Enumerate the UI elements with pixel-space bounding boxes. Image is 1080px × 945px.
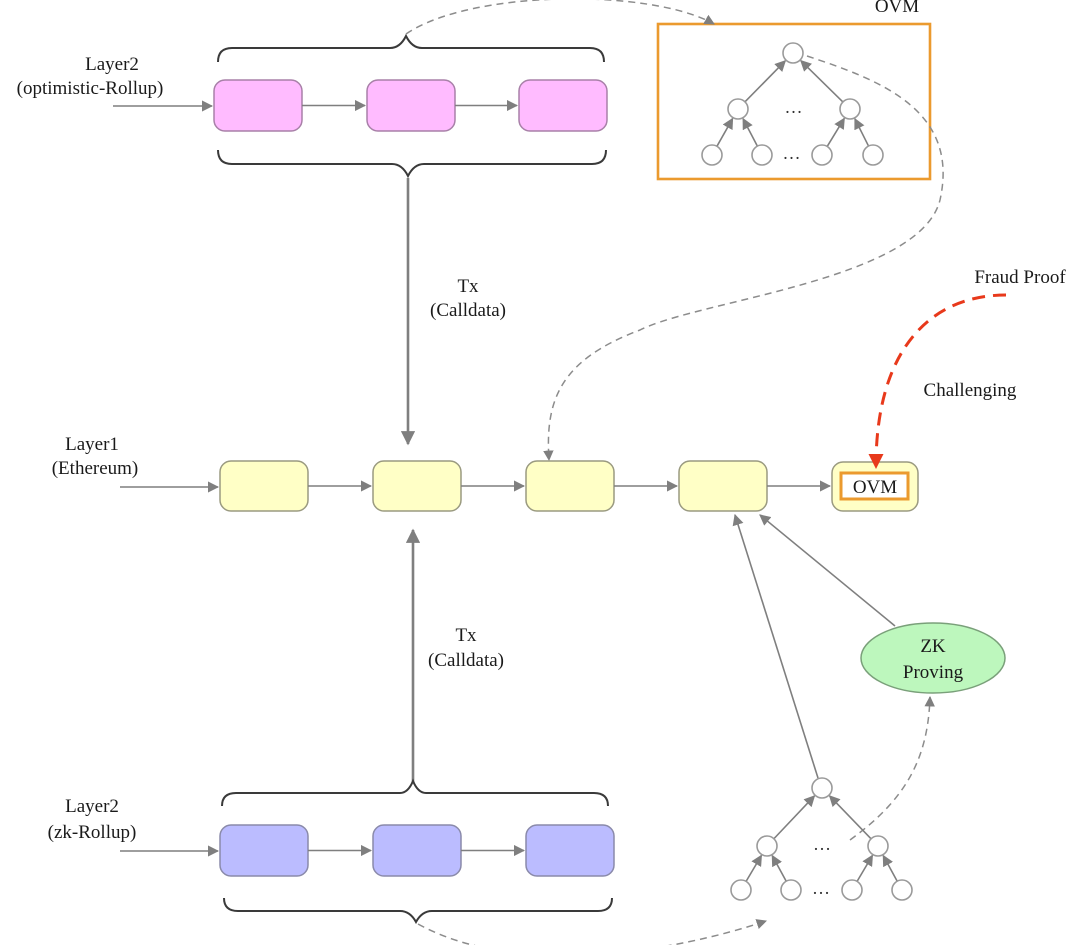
optimistic-layer-subtitle: (optimistic-Rollup) xyxy=(17,78,164,99)
fraud-proof-label: Fraud Proof xyxy=(974,267,1066,288)
optimistic-top-brace xyxy=(217,33,605,63)
zk-layer-title: Layer2 xyxy=(65,796,119,817)
zk-tree-root-node xyxy=(811,777,833,799)
optimistic-layer-title: Layer2 xyxy=(85,54,139,75)
tx-top-sublabel: (Calldata) xyxy=(430,300,506,321)
dashed-arrow-ovm-to-l1-block xyxy=(543,55,944,462)
optimistic-block-2 xyxy=(366,79,456,132)
zk-tree-leaf-node xyxy=(891,879,913,901)
ovm-tree-ellipsis-leaf: … xyxy=(783,143,802,163)
layer1-title: Layer1 xyxy=(65,434,119,455)
zk-tree-edge xyxy=(771,854,787,882)
zk-tree: …… xyxy=(730,777,913,901)
fraud-proof-challenge-arrow xyxy=(868,293,1007,469)
zk-tree-edge xyxy=(773,795,816,840)
arrow-zk-proving-to-l1 xyxy=(759,514,896,627)
optimistic-bottom-brace xyxy=(217,149,607,179)
ovm-panel-title: OVM xyxy=(875,0,919,17)
zk-block-3 xyxy=(525,824,615,877)
dashed-arrow-zk-tree-to-proving xyxy=(849,695,935,841)
ovm-tree-edge xyxy=(742,117,759,147)
l1-block-ovm: OVM xyxy=(831,461,919,512)
zk-block-1 xyxy=(219,824,309,877)
zk-tree-edge xyxy=(745,854,763,882)
zk-bottom-brace xyxy=(223,897,613,925)
ovm-tree-mid-node xyxy=(727,98,749,120)
zk-top-brace xyxy=(221,778,609,807)
tx-bottom-label: Tx xyxy=(455,625,477,646)
zk-proving-title: ZK xyxy=(920,636,946,657)
optimistic-block-1 xyxy=(213,79,303,132)
optimistic-rollup-group: Layer2 (optimistic-Rollup) xyxy=(17,33,608,179)
zk-tree-leaf-node xyxy=(841,879,863,901)
l1-block-4 xyxy=(678,460,768,512)
ovm-tree-panel: OVM … … xyxy=(656,0,932,181)
ovm-tree-leaf-node xyxy=(701,144,723,166)
zk-tree-leaf-node xyxy=(730,879,752,901)
ovm-tree-edge xyxy=(716,117,734,147)
ovm-tree-ellipsis-mid: … xyxy=(785,97,804,117)
zk-tree-edge xyxy=(856,854,874,882)
zk-block-2 xyxy=(372,824,462,877)
tx-top-label: Tx xyxy=(457,276,479,297)
l1-block-1 xyxy=(219,460,309,512)
zk-tree-mid-node xyxy=(756,835,778,857)
ovm-frame xyxy=(656,22,932,181)
arrow-zk-tree-to-l1 xyxy=(732,513,819,779)
zk-rollup-group: Layer2 (zk-Rollup) xyxy=(48,778,615,925)
dashed-arrow-zk-brace-to-tree xyxy=(417,919,767,945)
zk-tree-edge xyxy=(882,854,898,882)
ovm-tree-root-node xyxy=(782,42,804,64)
l1-block-2 xyxy=(372,460,462,512)
l1-block-3 xyxy=(525,460,615,512)
ovm-tree-edge xyxy=(826,117,845,147)
zk-tree-edge xyxy=(828,795,872,840)
ovm-tree-edge xyxy=(744,60,787,103)
ovm-tree-edge xyxy=(854,117,870,147)
ovm-tree-leaf-node xyxy=(751,144,773,166)
ovm-tree-mid-node xyxy=(839,98,861,120)
l1-ovm-inner-frame xyxy=(839,471,910,501)
l1-ovm-label: OVM xyxy=(853,477,897,498)
layer1-subtitle: (Ethereum) xyxy=(52,458,139,479)
challenging-label: Challenging xyxy=(924,380,1017,401)
zk-tree-ellipsis-mid: … xyxy=(813,834,832,854)
zk-proving-subtitle: Proving xyxy=(903,662,964,683)
zk-tree-mid-node xyxy=(867,835,889,857)
ovm-tree-leaf-node xyxy=(811,144,833,166)
zk-tree-leaf-node xyxy=(780,879,802,901)
zk-tree-ellipsis-leaf: … xyxy=(812,878,831,898)
optimistic-block-3 xyxy=(518,79,608,132)
tx-bottom-sublabel: (Calldata) xyxy=(428,650,504,671)
zk-proving-node xyxy=(860,622,1006,694)
dashed-arrow-brace-to-ovm xyxy=(405,0,715,35)
zk-layer-subtitle: (zk-Rollup) xyxy=(48,822,137,843)
ovm-tree-edge xyxy=(800,59,844,103)
layer1-group: Layer1 (Ethereum) OVM xyxy=(52,434,919,512)
ovm-tree-leaf-node xyxy=(862,144,884,166)
